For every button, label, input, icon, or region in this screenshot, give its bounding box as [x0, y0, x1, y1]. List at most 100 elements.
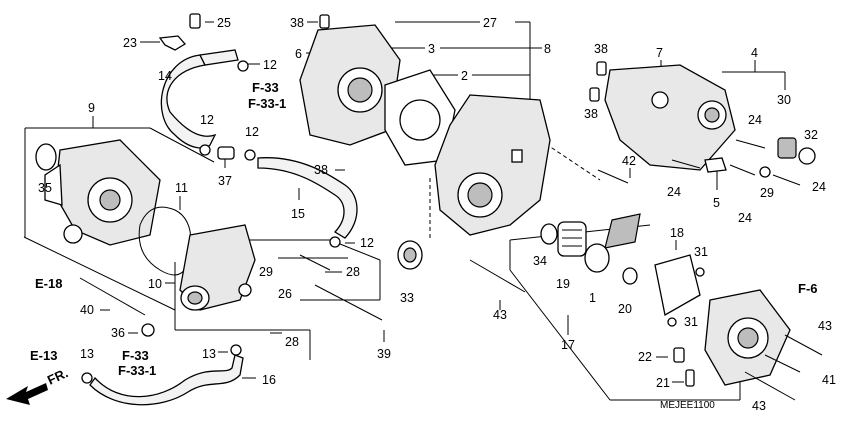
label-23: 23 [123, 36, 137, 50]
washer-32 [798, 147, 816, 165]
clamp-13-bottom [230, 344, 242, 356]
label-16: 16 [262, 373, 276, 387]
front-arrow-label: FR. [45, 365, 70, 387]
ring-20 [622, 267, 638, 285]
label-3: 3 [428, 42, 435, 56]
gasket-18 [654, 254, 701, 317]
label-37: 37 [218, 174, 232, 188]
pump-housing [704, 289, 791, 386]
label-28-b: 28 [285, 335, 299, 349]
label-27: 27 [483, 16, 497, 30]
dowel-38-right-b [589, 87, 600, 102]
label-7: 7 [656, 46, 663, 60]
bolt-24b [671, 159, 701, 169]
label-40: 40 [80, 303, 94, 317]
hose-16 [89, 354, 244, 406]
label-18: 18 [670, 226, 684, 240]
crankcase-cover-8 [434, 94, 551, 236]
dowel-31-bottom [667, 317, 677, 327]
label-43-right-b: 43 [752, 399, 766, 413]
water-pump-cover [44, 139, 161, 246]
clamp-12-right [244, 149, 256, 161]
label-39: 39 [377, 347, 391, 361]
bracket-23 [158, 35, 187, 51]
label-1: 1 [589, 291, 596, 305]
bolt-43-center [469, 259, 526, 293]
hose-15 [257, 157, 358, 239]
label-38-r1: 38 [594, 42, 608, 56]
label-2: 2 [461, 69, 468, 83]
bolt-24a [735, 139, 766, 149]
joint-37 [217, 146, 235, 160]
label-36: 36 [111, 326, 125, 340]
spring-19 [557, 221, 587, 257]
part-number-labels: 25 38 27 23 6 3 8 38 7 4 12 14 2 F-33 F-… [30, 16, 836, 413]
label-43-center: 43 [493, 308, 507, 322]
label-24-a: 24 [748, 113, 762, 127]
label-5: 5 [713, 196, 720, 210]
washer-36 [141, 323, 155, 337]
ref-f6: F-6 [798, 281, 818, 296]
label-29-right: 29 [760, 186, 774, 200]
gasket-plate [604, 213, 641, 249]
label-38-mid: 38 [314, 163, 328, 177]
label-8: 8 [544, 42, 551, 56]
ref-f33-top: F-33 [252, 80, 279, 95]
dowel-38-right-a [596, 61, 607, 76]
label-25: 25 [217, 16, 231, 30]
thermostat-housing [179, 224, 256, 311]
label-13-mid: 13 [202, 347, 216, 361]
ring-1 [584, 243, 610, 273]
label-34: 34 [533, 254, 547, 268]
label-12-top: 12 [263, 58, 277, 72]
label-4: 4 [751, 46, 758, 60]
clamp-12-mid [199, 144, 211, 156]
label-17: 17 [561, 338, 575, 352]
bolt-39 [314, 284, 383, 321]
strainer-30 [777, 137, 797, 159]
label-19: 19 [556, 277, 570, 291]
diagram-code: MEJEE1100 [660, 400, 715, 411]
gasket-2 [384, 69, 456, 166]
seal-34 [540, 223, 558, 245]
label-32: 32 [804, 128, 818, 142]
label-10: 10 [148, 277, 162, 291]
clamp-12-bottom [329, 236, 341, 248]
label-22: 22 [638, 350, 652, 364]
label-6: 6 [295, 47, 302, 61]
label-42: 42 [622, 154, 636, 168]
label-11: 11 [175, 181, 188, 195]
bolt-40 [79, 277, 146, 316]
bolt-42 [597, 169, 629, 184]
ref-f33-bottom: F-33 [122, 348, 149, 363]
bolt-24c [729, 164, 756, 176]
label-29-left: 29 [259, 265, 273, 279]
label-26: 26 [278, 287, 292, 301]
label-31-bottom: 31 [684, 315, 698, 329]
o-ring-35 [35, 143, 57, 171]
bolt-43-right-a [784, 334, 823, 356]
label-41: 41 [822, 373, 836, 387]
label-38-top: 38 [290, 16, 304, 30]
label-15: 15 [291, 207, 305, 221]
clamp-12-top [237, 60, 249, 72]
label-12-bottom: 12 [360, 236, 374, 250]
washer-29-right [759, 166, 771, 178]
label-24-d: 24 [738, 211, 752, 225]
label-20: 20 [618, 302, 632, 316]
label-12-mid: 12 [200, 113, 214, 127]
dowel-38-top [319, 14, 330, 29]
ref-f331-bottom: F-33-1 [118, 363, 156, 378]
bolt-28a [299, 254, 331, 271]
label-13-top: 13 [80, 347, 94, 361]
label-43-right-a: 43 [818, 319, 832, 333]
label-24-b: 24 [667, 185, 681, 199]
clamp-13-left [81, 372, 93, 384]
label-21: 21 [656, 376, 670, 390]
bolt-25 [189, 13, 201, 29]
bolt-41 [764, 354, 801, 373]
seal-33 [397, 240, 423, 270]
label-28-a: 28 [346, 265, 360, 279]
ref-e13: E-13 [30, 348, 57, 363]
